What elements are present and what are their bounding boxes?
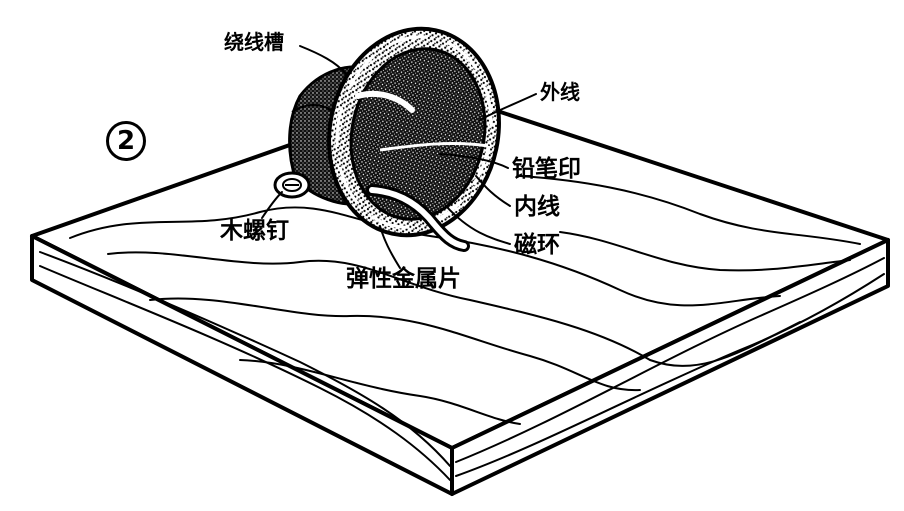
label-coil-groove: 绕线槽 — [224, 30, 284, 54]
figure-number: 2 — [106, 121, 146, 161]
label-outer-wire: 外线 — [540, 80, 580, 104]
label-inner-wire: 内线 — [514, 194, 560, 220]
label-spring-metal-strip: 弹性金属片 — [346, 266, 461, 292]
label-magnetic-ring: 磁环 — [514, 232, 560, 258]
coil-assembly — [288, 26, 501, 252]
label-wood-screw: 木螺钉 — [220, 218, 289, 244]
wooden-board — [30, 90, 890, 496]
leader-lines — [261, 45, 537, 269]
wood-screw-head — [273, 171, 311, 199]
label-pencil-mark: 铅笔印 — [512, 156, 581, 182]
